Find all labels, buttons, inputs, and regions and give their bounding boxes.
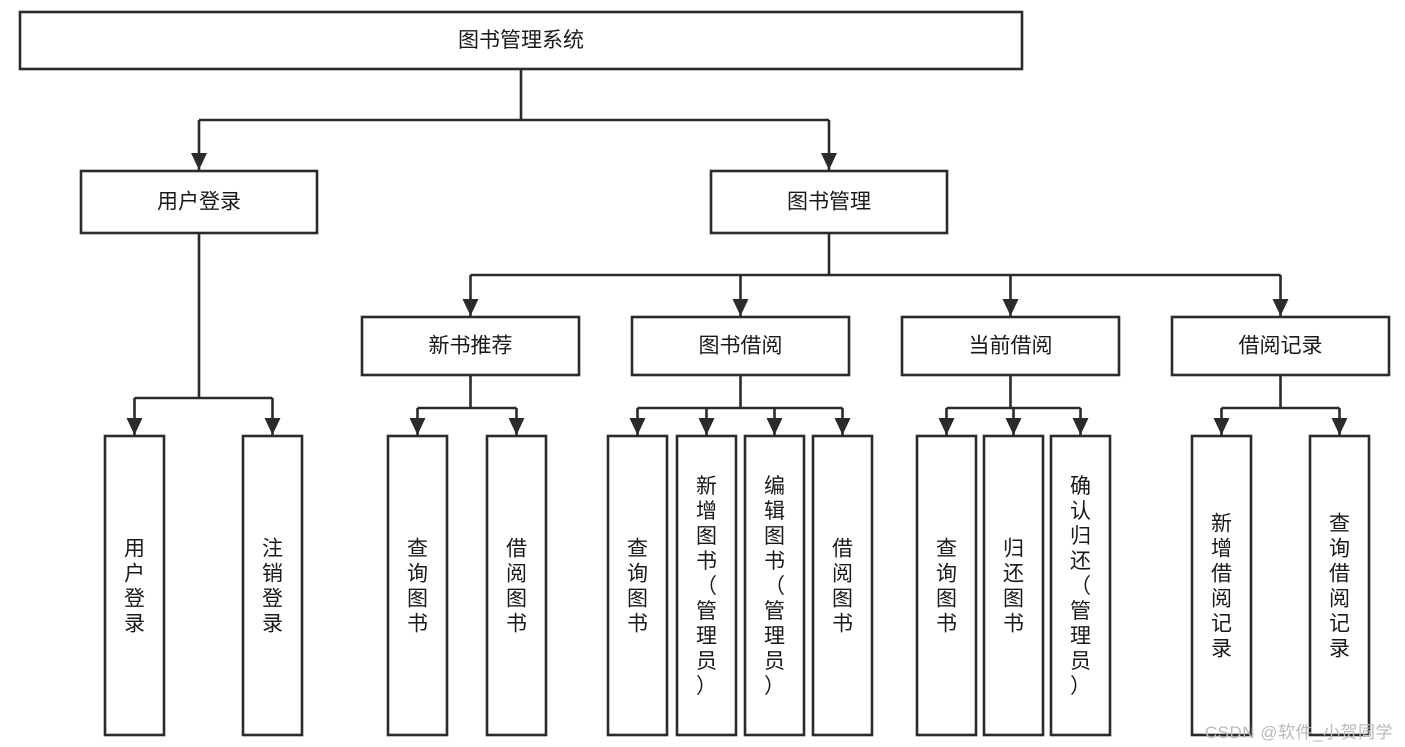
arrow-head-icon-current-borrow (1002, 299, 1019, 316)
connector-layer (126, 69, 1348, 435)
node-label-new-book-recommend: 新书推荐 (429, 335, 513, 358)
node-leaf-borrow-edit-book[interactable]: 编辑图书（管理员） (743, 434, 806, 737)
node-box-borrow-record[interactable] (1170, 315, 1391, 377)
node-label-leaf-cur-return-book: 归还图书 (1003, 538, 1024, 636)
node-label-leaf-user-login: 用户登录 (124, 538, 145, 636)
node-label-leaf-rec-query-record: 查询借阅记录 (1329, 513, 1350, 661)
node-box-leaf-borrow-borrow-book[interactable] (811, 434, 874, 737)
arrow-head-icon-leaf-borrow-query-book (629, 418, 646, 435)
node-label-leaf-rec-add-record: 新增借阅记录 (1211, 513, 1232, 661)
arrow-head-icon-book-borrow (732, 299, 749, 316)
node-new-book-recommend[interactable]: 新书推荐 (360, 315, 581, 377)
node-box-leaf-borrow-edit-book[interactable] (743, 434, 806, 737)
node-label-leaf-borrow-edit-book: 编辑图书（管理员） (764, 475, 785, 698)
arrow-head-icon-leaf-rec-query-record (1331, 418, 1348, 435)
arrow-head-icon-leaf-borrow-add-book (698, 418, 715, 435)
node-label-leaf-rec-query-book: 查询图书 (407, 538, 428, 636)
node-leaf-cur-return-book[interactable]: 归还图书 (982, 434, 1045, 737)
node-label-user-login: 用户登录 (157, 191, 241, 214)
node-label-leaf-borrow-borrow-book: 借阅图书 (832, 538, 853, 636)
node-leaf-user-login[interactable]: 用户登录 (103, 434, 166, 737)
node-book-borrow[interactable]: 图书借阅 (630, 315, 851, 377)
node-leaf-cur-query-book[interactable]: 查询图书 (915, 434, 978, 737)
arrow-head-icon-leaf-rec-borrow-book (508, 418, 525, 435)
arrow-head-icon-leaf-rec-query-book (409, 418, 426, 435)
node-label-leaf-cur-query-book: 查询图书 (936, 538, 957, 636)
arrow-head-icon-borrow-record (1272, 299, 1289, 316)
node-user-login[interactable]: 用户登录 (79, 169, 319, 235)
node-label-current-borrow: 当前借阅 (969, 335, 1053, 358)
node-label-leaf-borrow-query-book: 查询图书 (627, 538, 648, 636)
node-leaf-borrow-query-book[interactable]: 查询图书 (606, 434, 669, 737)
node-box-new-book-recommend[interactable] (360, 315, 581, 377)
node-box-leaf-rec-query-record[interactable] (1308, 434, 1371, 737)
node-box-leaf-borrow-add-book[interactable] (675, 434, 738, 737)
node-book-manage[interactable]: 图书管理 (709, 169, 949, 235)
arrow-head-icon-leaf-borrow-edit-book (766, 418, 783, 435)
watermark-label: CSDN @软件_小贺同学 (1204, 723, 1393, 742)
node-label-borrow-record: 借阅记录 (1239, 335, 1323, 358)
arrow-head-icon-leaf-rec-add-record (1213, 418, 1230, 435)
node-leaf-rec-add-record[interactable]: 新增借阅记录 (1190, 434, 1253, 737)
node-box-book-manage[interactable] (709, 169, 949, 235)
arrow-head-icon-book-manage (821, 153, 837, 170)
node-root[interactable]: 图书管理系统 (18, 10, 1024, 71)
node-box-leaf-user-logout[interactable] (241, 434, 304, 737)
node-label-leaf-borrow-add-book: 新增图书（管理员） (696, 475, 717, 698)
node-box-book-borrow[interactable] (630, 315, 851, 377)
node-layer: 图书管理系统用户登录图书管理新书推荐图书借阅当前借阅借阅记录用户登录注销登录查询… (18, 10, 1391, 737)
node-box-leaf-rec-query-book[interactable] (386, 434, 449, 737)
arrow-head-icon-leaf-cur-return-book (1005, 418, 1022, 435)
node-box-leaf-cur-confirm-return[interactable] (1049, 434, 1112, 737)
node-leaf-rec-query-book[interactable]: 查询图书 (386, 434, 449, 737)
arrow-head-icon-new-book-recommend (462, 299, 479, 316)
node-label-book-manage: 图书管理 (787, 191, 871, 214)
node-box-leaf-rec-borrow-book[interactable] (485, 434, 548, 737)
arrow-head-icon-leaf-user-logout (264, 418, 281, 435)
node-box-root[interactable] (18, 10, 1024, 71)
arrow-head-icon-user-login (191, 153, 207, 170)
arrow-head-icon-leaf-user-login (126, 418, 143, 435)
node-leaf-user-logout[interactable]: 注销登录 (241, 434, 304, 737)
arrow-head-icon-leaf-cur-confirm-return (1072, 418, 1089, 435)
node-leaf-cur-confirm-return[interactable]: 确认归还（管理员） (1049, 434, 1112, 737)
node-box-leaf-cur-return-book[interactable] (982, 434, 1045, 737)
node-leaf-borrow-borrow-book[interactable]: 借阅图书 (811, 434, 874, 737)
node-current-borrow[interactable]: 当前借阅 (900, 315, 1121, 377)
node-label-leaf-cur-confirm-return: 确认归还（管理员） (1070, 475, 1091, 698)
node-box-current-borrow[interactable] (900, 315, 1121, 377)
node-box-leaf-rec-add-record[interactable] (1190, 434, 1253, 737)
node-borrow-record[interactable]: 借阅记录 (1170, 315, 1391, 377)
node-label-leaf-rec-borrow-book: 借阅图书 (506, 538, 527, 636)
arrow-head-icon-leaf-cur-query-book (938, 418, 955, 435)
node-box-leaf-user-login[interactable] (103, 434, 166, 737)
node-leaf-borrow-add-book[interactable]: 新增图书（管理员） (675, 434, 738, 737)
node-label-leaf-user-logout: 注销登录 (262, 538, 283, 636)
node-box-leaf-cur-query-book[interactable] (915, 434, 978, 737)
arrow-head-icon-leaf-borrow-borrow-book (834, 418, 851, 435)
node-leaf-rec-query-record[interactable]: 查询借阅记录 (1308, 434, 1371, 737)
node-label-root: 图书管理系统 (458, 29, 584, 52)
node-box-user-login[interactable] (79, 169, 319, 235)
node-label-book-borrow: 图书借阅 (699, 335, 783, 358)
node-leaf-rec-borrow-book[interactable]: 借阅图书 (485, 434, 548, 737)
node-box-leaf-borrow-query-book[interactable] (606, 434, 669, 737)
